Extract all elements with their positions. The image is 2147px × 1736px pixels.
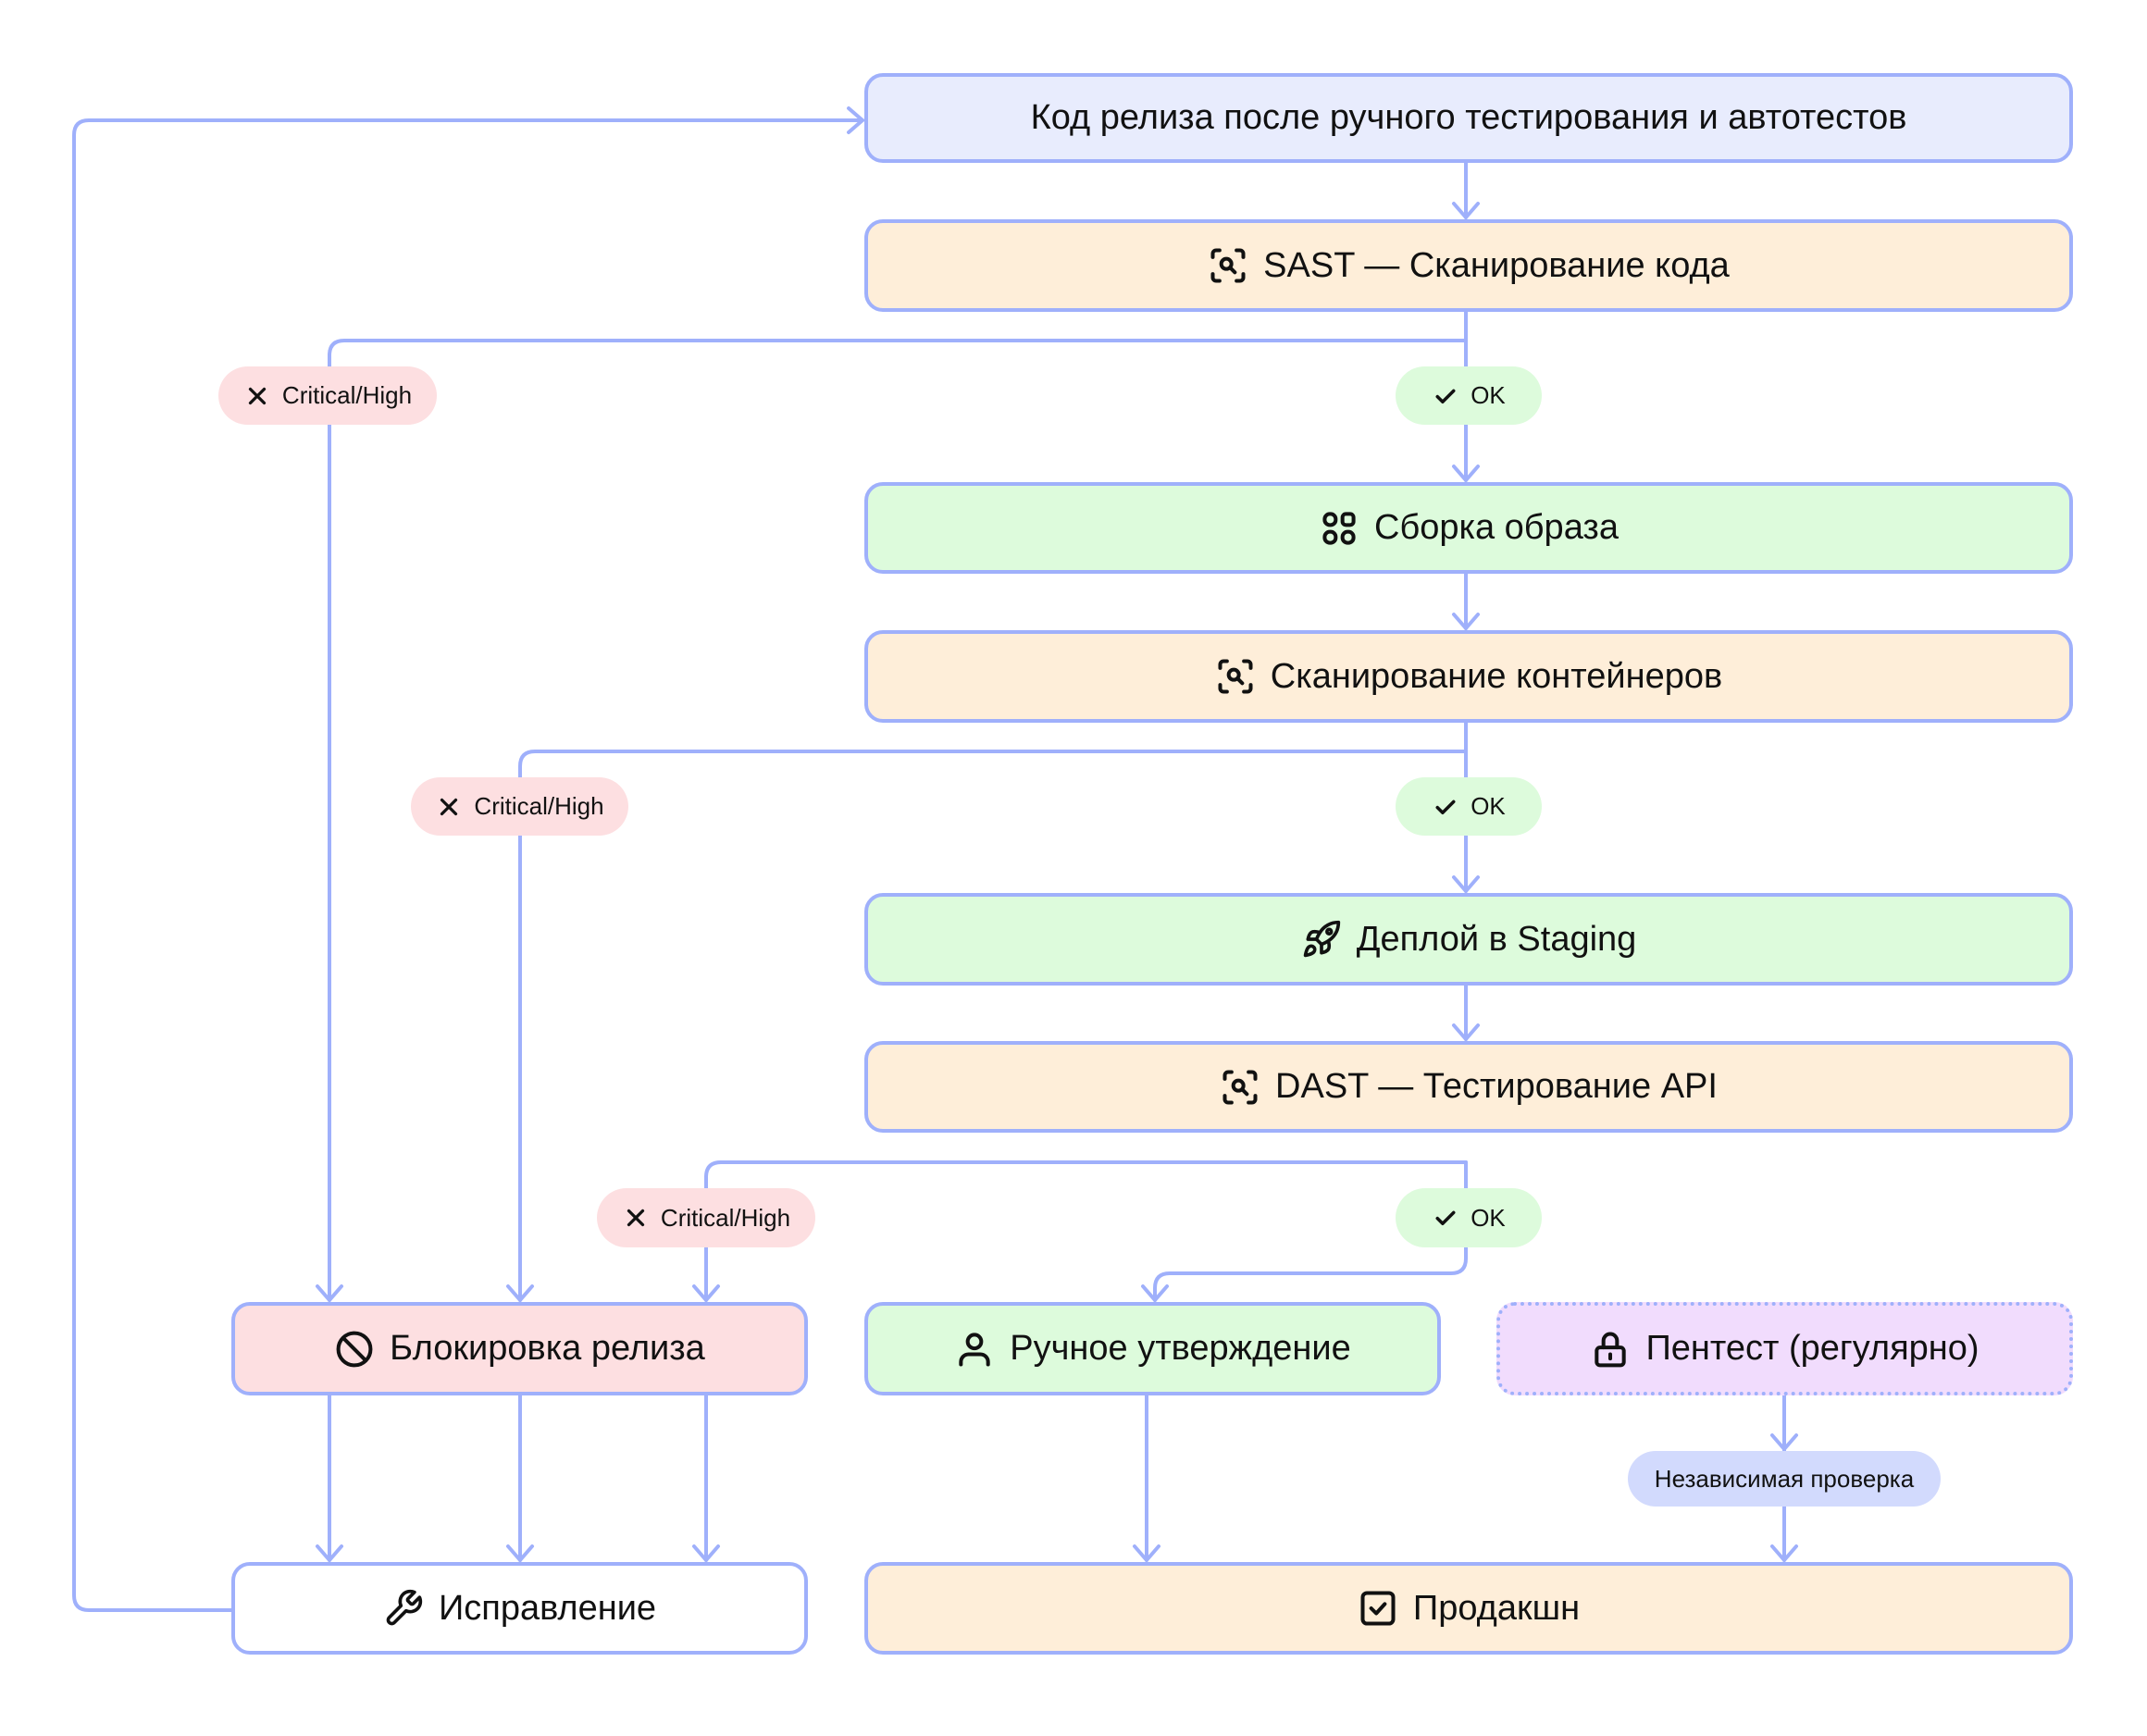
node-pentest[interactable]: Пентест (регулярно) [1496, 1302, 2073, 1395]
edge-label-text: OK [1471, 381, 1506, 409]
check-icon [1432, 1204, 1459, 1232]
arrowhead [1770, 1433, 1798, 1451]
user-icon [954, 1329, 995, 1370]
node-label: Продакшн [1412, 1588, 1581, 1628]
edge-label-dast-ok: OK [1396, 1188, 1542, 1247]
arrowhead [1141, 1284, 1169, 1302]
arrowhead [1452, 1023, 1480, 1041]
close-icon [435, 793, 463, 821]
arrowhead [1133, 1544, 1160, 1562]
edge-label-text: OK [1471, 1203, 1506, 1232]
wrench-icon [383, 1588, 424, 1629]
arrowhead [1452, 202, 1480, 219]
arrowhead [1770, 1544, 1798, 1562]
edge-label-text: Независимая проверка [1654, 1464, 1915, 1493]
node-production[interactable]: Продакшн [864, 1562, 2073, 1655]
node-label: Деплой в Staging [1356, 919, 1637, 959]
node-label: Блокировка релиза [390, 1329, 705, 1368]
arrowhead [316, 1544, 343, 1562]
edge-fix-to-start [72, 118, 864, 1612]
edge-label-dast-fail: Critical/High [597, 1188, 815, 1247]
grid-circles-icon [1319, 508, 1359, 549]
arrowhead [1452, 613, 1480, 630]
edge-label-text: Critical/High [660, 1203, 791, 1232]
arrowhead [316, 1284, 343, 1302]
node-label: Сборка образа [1374, 508, 1619, 547]
arrowhead [692, 1544, 720, 1562]
node-deploy-staging[interactable]: Деплой в Staging [864, 893, 2073, 986]
node-manual-approval[interactable]: Ручное утверждение [864, 1302, 1441, 1395]
lock-icon [1590, 1329, 1631, 1370]
node-label: Ручное утверждение [1010, 1329, 1351, 1368]
arrowhead [506, 1544, 534, 1562]
node-label: DAST — Тестирование API [1275, 1067, 1718, 1106]
node-dast[interactable]: DAST — Тестирование API [864, 1041, 2073, 1133]
node-sast[interactable]: SAST — Сканирование кода [864, 219, 2073, 312]
close-icon [622, 1204, 650, 1232]
node-label: Пентест (регулярно) [1645, 1329, 1979, 1368]
node-release-code[interactable]: Код релиза после ручного тестирования и … [864, 73, 2073, 163]
edge-label-container-fail: Critical/High [411, 777, 628, 836]
edge-sast-to-block [328, 339, 1468, 1302]
edge-container-scan-to-block [518, 750, 1468, 1302]
scan-search-icon [1208, 245, 1248, 286]
edge-label-text: Critical/High [281, 381, 413, 409]
close-icon [243, 382, 271, 410]
arrowhead [692, 1284, 720, 1302]
check-icon [1432, 382, 1459, 410]
node-label: Исправление [438, 1588, 657, 1628]
edge-dast-to-block [704, 1160, 1468, 1302]
ban-icon [334, 1329, 375, 1370]
node-label: Код релиза после ручного тестирования и … [1030, 98, 1907, 137]
edge-dast-to-manual [1153, 1160, 1468, 1302]
arrowhead [1452, 875, 1480, 893]
edge-label-text: OK [1471, 792, 1506, 820]
scan-search-icon [1220, 1067, 1260, 1108]
node-label: Сканирование контейнеров [1270, 656, 1723, 696]
node-label: SAST — Сканирование кода [1263, 245, 1730, 285]
arrowhead [847, 106, 864, 134]
check-icon [1432, 793, 1459, 821]
edge-label-pentest-review: Независимая проверка [1628, 1451, 1941, 1507]
arrowhead [506, 1284, 534, 1302]
checkbox-icon [1358, 1588, 1398, 1629]
node-block-release[interactable]: Блокировка релиза [231, 1302, 808, 1395]
node-build-image[interactable]: Сборка образа [864, 482, 2073, 574]
edge-label-container-ok: OK [1396, 777, 1542, 836]
edge-label-sast-fail: Critical/High [218, 366, 437, 425]
arrowhead [1452, 465, 1480, 482]
edge-label-sast-ok: OK [1396, 366, 1542, 425]
edge-label-text: Critical/High [474, 792, 604, 820]
rocket-icon [1301, 919, 1342, 960]
node-fix[interactable]: Исправление [231, 1562, 808, 1655]
node-container-scan[interactable]: Сканирование контейнеров [864, 630, 2073, 723]
scan-search-icon [1215, 656, 1256, 697]
